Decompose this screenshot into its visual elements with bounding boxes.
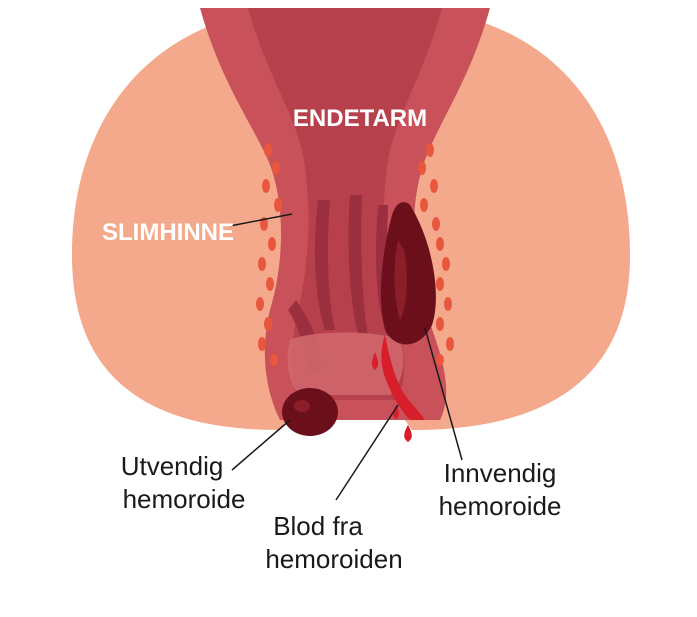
label-internal-line2: hemoroide <box>439 491 562 521</box>
label-internal-line1: Innvendig <box>444 458 557 488</box>
label-blood-line1: Blod fra <box>273 511 363 541</box>
blood-drops <box>371 352 412 442</box>
leader-external <box>231 419 291 471</box>
leader-blood <box>335 404 399 501</box>
fat-cells-right <box>418 143 454 366</box>
internal-hemorrhoid-highlight <box>394 240 407 320</box>
external-hemorrhoid-highlight <box>294 400 310 412</box>
anal-canal <box>287 332 404 395</box>
label-external-line1: Utvendig <box>121 451 224 481</box>
blood-streak <box>381 335 425 420</box>
external-hemorrhoid <box>282 388 338 436</box>
label-external-line2: hemoroide <box>123 484 246 514</box>
label-blood-line2: hemoroiden <box>265 544 402 574</box>
leader-internal <box>424 327 463 461</box>
label-mucosa: SLIMHINNE <box>102 219 234 246</box>
leader-mucosa <box>229 213 293 227</box>
label-rectum: ENDETARM <box>293 105 427 132</box>
internal-hemorrhoid <box>380 202 436 345</box>
fat-cells-left <box>256 143 282 366</box>
rectum-lumen <box>248 8 442 400</box>
